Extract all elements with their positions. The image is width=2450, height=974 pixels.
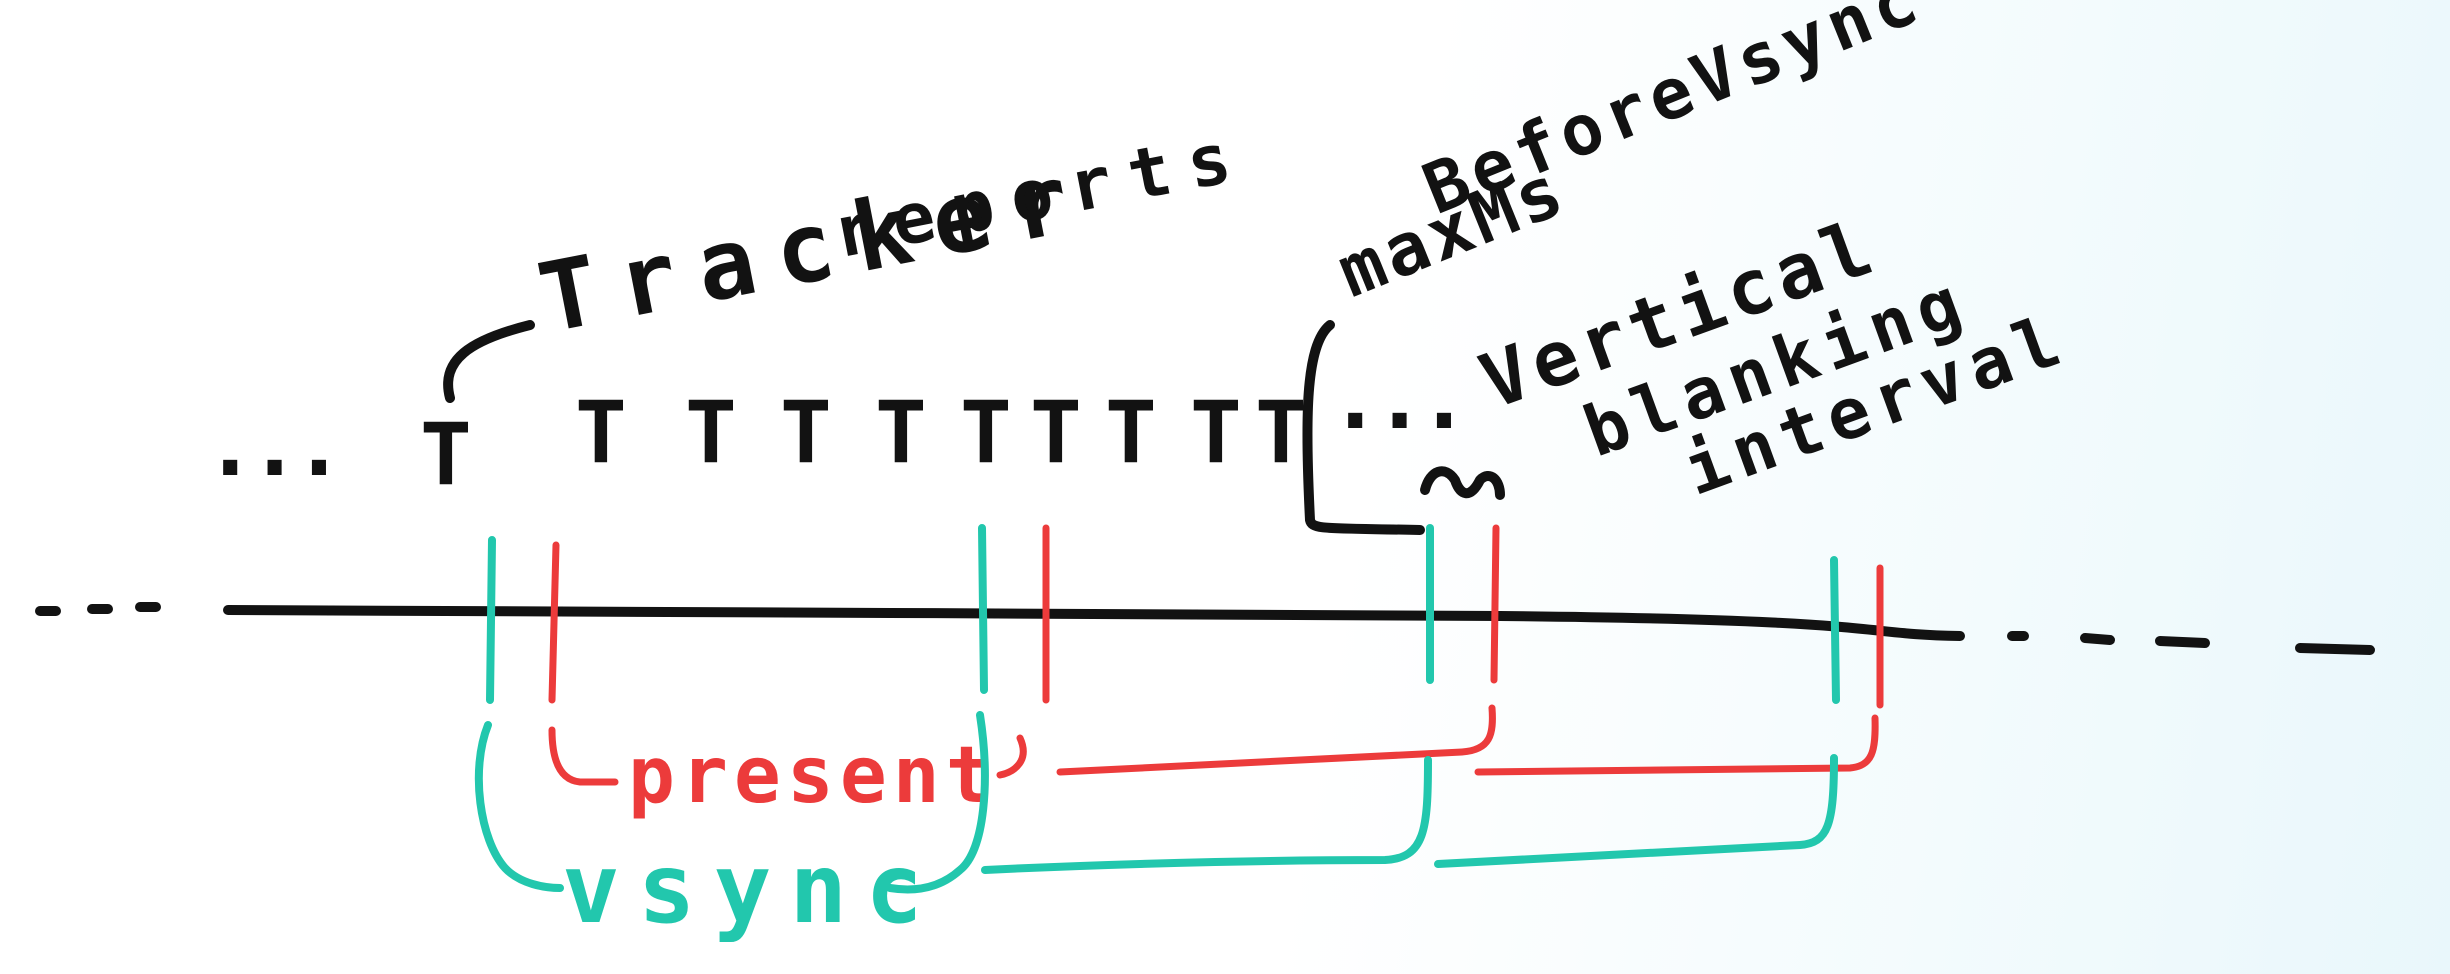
tracker-reports-leader <box>443 320 535 403</box>
tracker-tick: T <box>1030 383 1082 483</box>
vsync-mark <box>1830 556 1840 704</box>
max-ms-bracket <box>1302 320 1425 535</box>
tracker-tick: T <box>1190 383 1242 483</box>
vblank-squiggle <box>1420 466 1505 500</box>
tracker-ticks: T T T T T T T T T T <box>420 383 1307 505</box>
tracker-tick: T <box>420 405 472 505</box>
tracker-tick: T <box>780 383 832 483</box>
tracker-tick: T <box>1105 383 1157 483</box>
vsync-label: vsync <box>562 833 941 945</box>
vsync-brackets <box>474 711 1838 894</box>
tracker-leading-ellipsis: ... <box>215 401 348 494</box>
present-mark <box>1490 524 1500 684</box>
tracker-tick: T <box>875 383 927 483</box>
present-brackets <box>548 704 1879 786</box>
tracker-tick: T <box>1255 383 1307 483</box>
vsync-mark <box>486 536 496 704</box>
tracker-trailing-ellipsis: ... <box>1340 354 1473 447</box>
tracker-tick: T <box>575 383 627 483</box>
vsync-mark <box>978 524 988 694</box>
timeline-right-ellipsis <box>2007 631 2375 655</box>
svg-text:BeforeVsync: BeforeVsync <box>1412 0 1934 231</box>
present-mark <box>548 541 560 704</box>
vsync-marks <box>486 524 1840 704</box>
tracker-tick: T <box>960 383 1012 483</box>
present-label: present <box>628 731 999 821</box>
tracker-reports-label: Tracker reports <box>530 114 1255 356</box>
tracker-tick: T <box>685 383 737 483</box>
timeline-left-ellipsis <box>35 602 161 616</box>
present-marks <box>548 524 1884 709</box>
